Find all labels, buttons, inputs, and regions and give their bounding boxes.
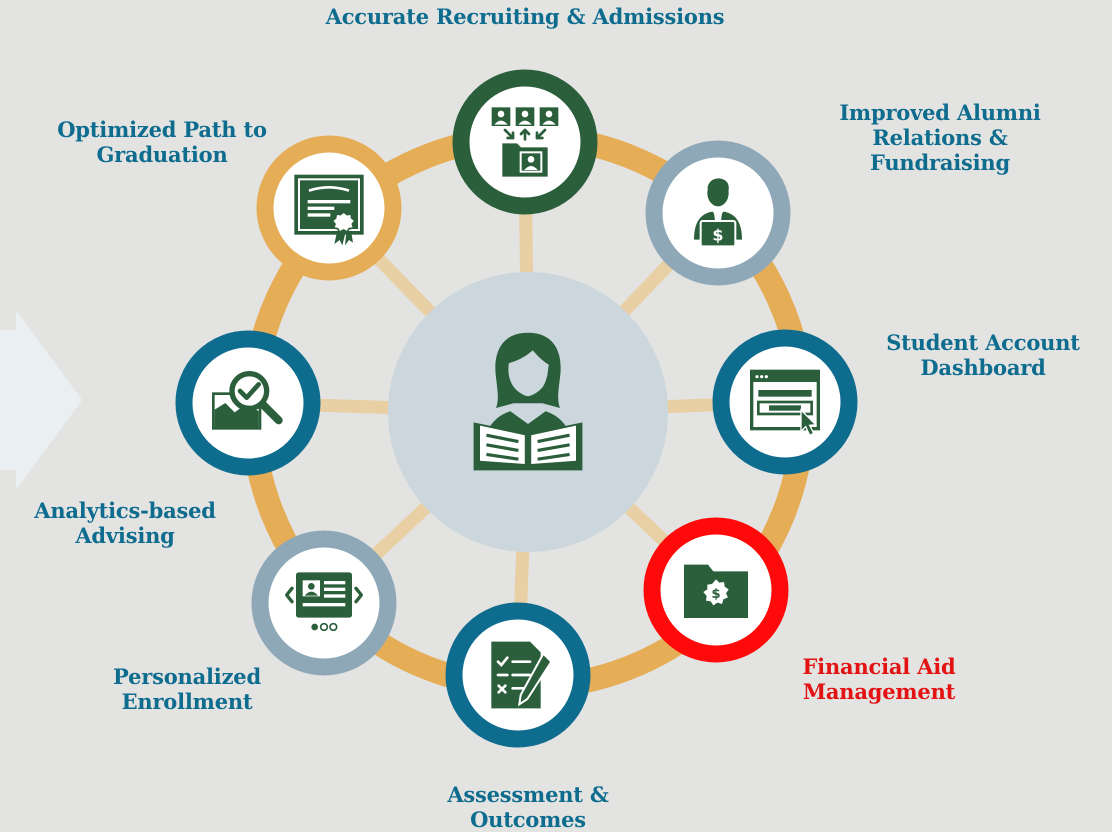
label-line: Relations & (872, 125, 1008, 150)
label-line: Graduation (96, 142, 228, 167)
label-advising: Analytics-based Advising (34, 498, 216, 548)
node-graduation (256, 135, 402, 281)
node-group (175, 69, 858, 748)
node-ring (452, 69, 598, 215)
node-recruiting (452, 69, 598, 215)
node-alumni (645, 140, 791, 286)
label-graduation: Optimized Path to Graduation (57, 117, 267, 167)
label-line: Enrollment (121, 689, 253, 714)
node-financial-aid (643, 517, 789, 663)
label-line: Improved Alumni (839, 100, 1041, 125)
label-financial-aid: Financial Aid Management (802, 654, 955, 704)
label-line: Analytics-based (34, 498, 216, 523)
label-line: Student Account (886, 330, 1080, 355)
node-dashboard (712, 329, 858, 475)
label-line: Personalized (113, 664, 261, 689)
dollar-folder-icon (684, 564, 748, 618)
label-recruiting: Accurate Recruiting & Admissions (326, 4, 725, 29)
node-ring (645, 140, 791, 286)
node-assessment (445, 602, 591, 748)
label-line: Assessment & (447, 782, 609, 807)
label-assessment: Assessment & Outcomes (447, 782, 609, 832)
label-line: Management (802, 679, 956, 704)
node-advising (175, 330, 321, 476)
label-line: Fundraising (870, 150, 1010, 175)
label-line: Dashboard (920, 355, 1046, 380)
label-line: Outcomes (470, 807, 586, 832)
node-enrollment (251, 530, 397, 676)
background-arrow-shape (0, 310, 82, 490)
label-alumni: Improved Alumni Relations & Fundraising (839, 100, 1041, 175)
label-dashboard: Student Account Dashboard (886, 330, 1080, 380)
label-line: Optimized Path to (57, 117, 267, 142)
center-disc (388, 272, 668, 552)
label-line: Accurate Recruiting & Admissions (325, 4, 725, 29)
label-line: Advising (75, 523, 175, 548)
label-enrollment: Personalized Enrollment (113, 664, 261, 714)
label-line: Financial Aid (802, 654, 956, 679)
